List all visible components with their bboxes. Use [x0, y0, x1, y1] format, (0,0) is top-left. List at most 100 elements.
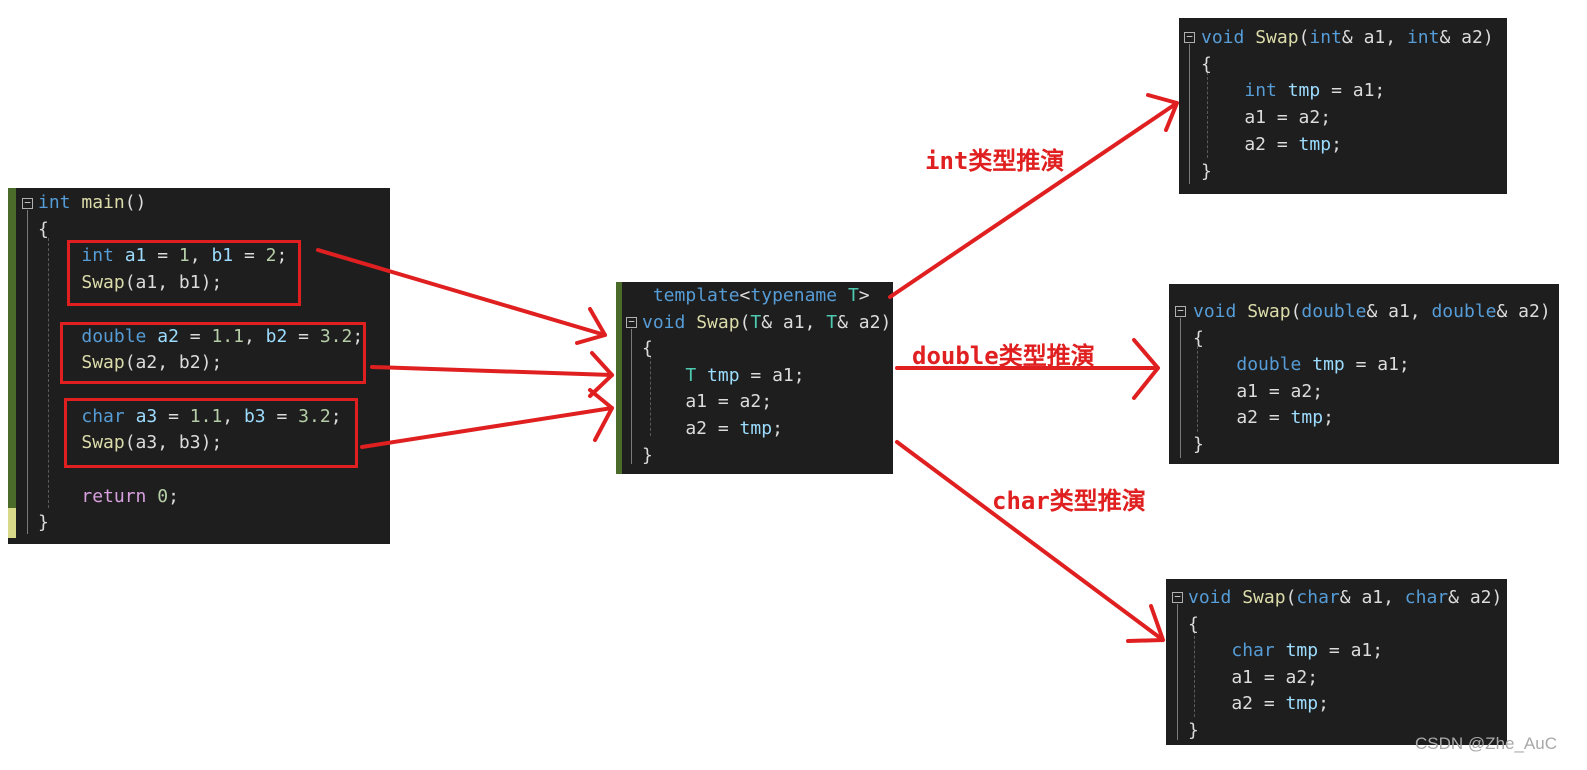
- code-token: int: [1309, 27, 1342, 48]
- code-token: b2: [265, 325, 288, 347]
- code-token: int: [1406, 27, 1440, 48]
- highlight-box-double: [60, 322, 366, 384]
- code-line: int tmp = a1;: [1201, 78, 1385, 104]
- code-token: T: [847, 285, 859, 306]
- code-token: tmp: [739, 418, 773, 439]
- code-line: template<typename T>: [642, 283, 870, 309]
- code-token: <: [739, 285, 751, 306]
- code-line: }: [38, 510, 49, 536]
- code-token: = a1;: [739, 364, 805, 386]
- scope-guide: [1189, 44, 1190, 184]
- indent-guide: [48, 238, 49, 508]
- code-token: }: [38, 512, 49, 534]
- code-token: & a2): [1439, 27, 1494, 48]
- code-line: {: [1201, 52, 1212, 78]
- code-token: =: [287, 325, 320, 347]
- code-token: main: [81, 192, 125, 213]
- code-line: a2 = tmp;: [1201, 132, 1342, 158]
- code-token: {: [1201, 53, 1212, 75]
- code-token: >: [858, 285, 870, 306]
- code-line: {: [1193, 326, 1204, 352]
- code-line: void Swap(int& a1, int& a2): [1201, 25, 1494, 51]
- label-char-deduction: char类型推演: [992, 487, 1146, 515]
- code-token: ;: [168, 485, 179, 507]
- code-token: double: [1301, 301, 1367, 322]
- collapse-icon[interactable]: −: [1184, 31, 1195, 43]
- code-token: Swap: [81, 432, 125, 454]
- arrow-int-call: [316, 248, 607, 345]
- code-token: = a1;: [1344, 354, 1410, 376]
- code-line: int a1 = 1, b1 = 2;: [38, 243, 287, 269]
- code-line: T tmp = a1;: [642, 363, 805, 389]
- collapse-icon[interactable]: −: [22, 197, 33, 209]
- code-line: {: [38, 217, 49, 243]
- code-token: void: [1188, 587, 1232, 608]
- code-token: double: [81, 325, 147, 347]
- code-token: double: [1431, 301, 1497, 322]
- code-token: T: [750, 311, 762, 333]
- code-token: (a3, b3);: [124, 432, 223, 454]
- code-token: & a1,: [761, 311, 827, 333]
- code-token: tmp: [1287, 80, 1321, 102]
- label-int-deduction: int类型推演: [925, 147, 1065, 175]
- collapse-icon[interactable]: −: [1175, 305, 1186, 317]
- code-token: Swap: [1247, 301, 1291, 322]
- code-token: b3: [243, 405, 266, 427]
- code-token: ;: [352, 325, 364, 347]
- code-token: Swap: [1255, 27, 1299, 48]
- code-token: {: [1188, 613, 1199, 635]
- code-token: {: [642, 338, 653, 360]
- code-line: a1 = a2;: [1201, 105, 1331, 131]
- code-token: (: [1285, 587, 1297, 608]
- label-double-deduction: double类型推演: [912, 342, 1095, 370]
- code-token: & a1,: [1339, 587, 1405, 608]
- code-token: =: [146, 245, 179, 267]
- code-token: & a1,: [1366, 301, 1432, 322]
- main-code-panel: − int main(){ int a1 = 1, b1 = 2; Swap(a…: [8, 188, 390, 544]
- code-token: (): [124, 192, 147, 213]
- code-token: }: [1193, 434, 1204, 455]
- code-line: a2 = tmp;: [1188, 691, 1329, 717]
- code-token: =: [178, 325, 212, 347]
- code-line: }: [1193, 432, 1204, 458]
- arrow-to-char: [895, 440, 1165, 643]
- code-token: a2: [157, 325, 179, 347]
- arrow-to-int: [888, 93, 1179, 299]
- scope-guide: [27, 210, 28, 534]
- code-token: char: [81, 405, 125, 427]
- code-token: 3.2: [319, 325, 353, 347]
- code-token: 2: [265, 245, 277, 267]
- code-token: ;: [276, 245, 288, 267]
- code-token: 1.1: [211, 325, 244, 347]
- code-token: ;: [330, 405, 342, 427]
- code-token: a1 = a2;: [642, 391, 773, 413]
- code-token: ,: [243, 325, 266, 347]
- code-line: a1 = a2;: [1193, 379, 1323, 405]
- code-token: }: [1188, 720, 1199, 741]
- code-token: template: [652, 285, 740, 306]
- indent-guide: [1194, 631, 1195, 717]
- code-line: void Swap(T& a1, T& a2): [642, 310, 891, 336]
- scope-guide: [1177, 604, 1178, 740]
- code-token: tmp: [1290, 407, 1324, 429]
- code-token: tmp: [1285, 693, 1319, 715]
- collapse-icon[interactable]: −: [1172, 591, 1183, 603]
- int-swap-panel: − void Swap(int& a1, int& a2){ int tmp =…: [1179, 18, 1507, 194]
- code-line: {: [1188, 612, 1199, 638]
- code-token: typename: [750, 285, 838, 306]
- code-token: & a2): [837, 311, 892, 333]
- code-token: char: [1296, 587, 1340, 608]
- code-token: T: [685, 364, 697, 386]
- code-token: 0: [157, 485, 169, 507]
- code-line: Swap(a1, b1);: [38, 270, 222, 296]
- code-token: char: [1231, 640, 1275, 662]
- indent-guide: [1207, 72, 1208, 158]
- code-token: a2 =: [1193, 407, 1291, 429]
- change-margin-bar: [616, 282, 622, 474]
- collapse-icon[interactable]: −: [626, 316, 637, 328]
- char-swap-panel: − void Swap(char& a1, char& a2){ char tm…: [1166, 579, 1507, 745]
- code-token: int: [81, 245, 114, 267]
- scope-guide: [1180, 318, 1181, 458]
- code-token: (a1, b1);: [124, 272, 223, 294]
